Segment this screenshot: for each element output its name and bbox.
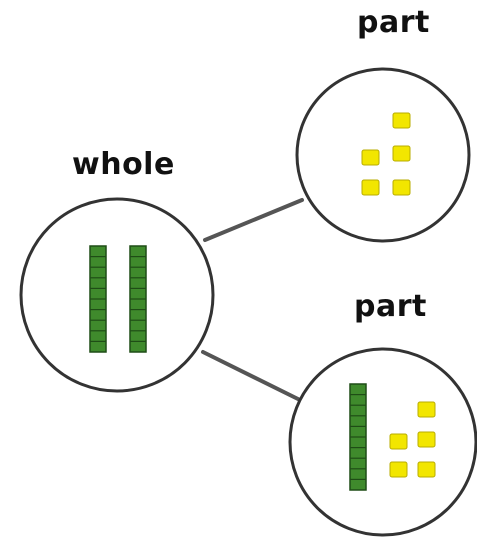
whole-circle — [19, 197, 215, 393]
part-bottom-base-ten-blocks — [349, 383, 436, 491]
one-cube — [392, 179, 411, 196]
part-top-label: part — [357, 5, 430, 40]
one-cube — [417, 461, 436, 478]
connector-bottom — [201, 350, 302, 402]
connector-top — [203, 198, 304, 242]
one-cube — [392, 112, 411, 129]
part-top-circle — [295, 67, 471, 243]
ten-rod — [129, 245, 147, 353]
part-top-base-ten-blocks — [361, 112, 411, 196]
whole-label: whole — [72, 147, 175, 182]
whole-base-ten-blocks — [89, 245, 147, 353]
one-cube — [389, 461, 408, 478]
one-cube — [389, 433, 408, 450]
one-cube — [417, 401, 436, 418]
one-cube — [392, 145, 411, 162]
one-cube — [361, 179, 380, 196]
ten-rod — [349, 383, 367, 491]
ten-rod — [89, 245, 107, 353]
one-cube — [361, 149, 380, 166]
part-bottom-circle — [288, 347, 477, 537]
one-cube — [417, 431, 436, 448]
part-bottom-label: part — [354, 289, 427, 324]
